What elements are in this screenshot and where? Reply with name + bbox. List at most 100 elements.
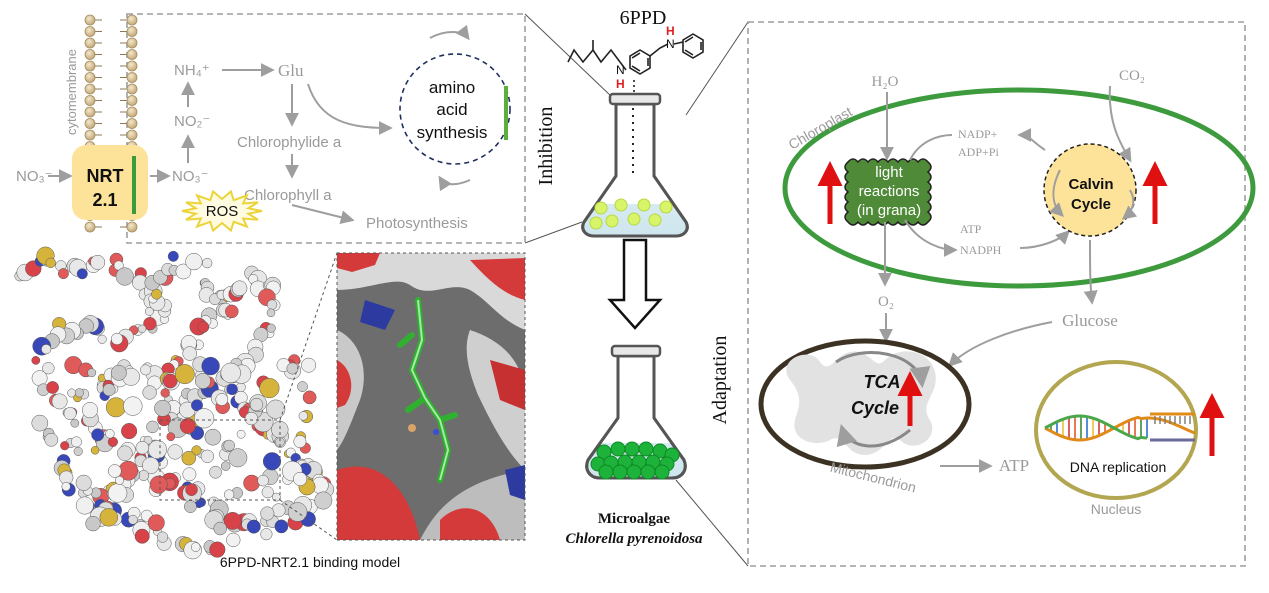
surface-atom (162, 373, 178, 389)
lipid-head (84, 14, 96, 26)
surface-atom (142, 385, 157, 400)
surface-atom (73, 446, 83, 456)
lipid-head (126, 37, 138, 49)
algae-cell-sparse (605, 214, 619, 228)
surface-atom (90, 446, 100, 455)
algae-cell-dense (596, 444, 612, 460)
calvin-inner-arrow-left (1049, 169, 1064, 217)
surface-atom (175, 263, 192, 280)
surface-atom (246, 519, 261, 534)
surface-atom (160, 388, 170, 398)
surface-atom (81, 402, 99, 419)
amine-h-left: H (616, 77, 625, 91)
pathway-panel-border (126, 13, 526, 244)
surface-atom (115, 475, 124, 485)
arrow-calvin-to-nadp (1017, 128, 1046, 151)
light-label-line2: reactions (859, 183, 920, 200)
zoom-region-box (159, 419, 281, 501)
binding-model-caption: 6PPD-NRT2.1 binding model (220, 554, 400, 570)
surface-atom (74, 388, 84, 398)
surface-atom (121, 423, 138, 440)
surface-atom (181, 450, 197, 466)
surface-atom (75, 474, 92, 491)
surface-atom (262, 452, 282, 471)
lipid-head (84, 60, 96, 72)
nucleus-label: Nucleus (1091, 501, 1142, 517)
surface-atom (298, 411, 308, 421)
surface-atom (107, 483, 128, 503)
surface-atom (105, 397, 126, 418)
connector-inhibition-bottom (524, 221, 583, 244)
surface-atom (108, 464, 122, 478)
surface-atom (151, 288, 162, 300)
surface-atom (202, 257, 213, 269)
amine-n-left: N (616, 63, 625, 77)
algae-cell-dense (610, 441, 626, 457)
arrow-chlorophyll-to-photosynthesis (291, 204, 355, 225)
surface-atom (179, 418, 196, 434)
surface-atom (209, 465, 222, 479)
compound-name: 6PPD (620, 7, 667, 29)
microalgae-label: Microalgae (598, 511, 671, 527)
surface-atom (185, 483, 198, 496)
surface-atom (297, 381, 308, 392)
lipid-head (126, 106, 138, 118)
surface-atom (70, 436, 82, 448)
chlorophyll-a: Chlorophyll a (244, 187, 332, 204)
big-down-arrow (607, 238, 663, 330)
surface-atom (215, 393, 229, 406)
surface-atom (117, 445, 133, 461)
surface-atom (223, 512, 242, 530)
surface-atom (87, 368, 97, 378)
lipid-head (126, 118, 138, 129)
surface-atom (223, 489, 235, 500)
algae-cell-sparse (648, 213, 662, 227)
surface-atom (91, 428, 105, 442)
surface-atom (60, 441, 70, 451)
surface-atom (204, 428, 222, 446)
surface-atom (274, 519, 289, 534)
surface-atom (184, 500, 197, 513)
flask-adapted (585, 344, 687, 480)
algae-cell-sparse (594, 201, 608, 215)
surface-atom (231, 280, 248, 296)
lipid-head (126, 60, 138, 72)
co2-label: CO₂ (1119, 68, 1145, 84)
nitrite: NO₂⁻ (174, 113, 210, 130)
surface-atom (140, 364, 152, 376)
surface-atom (223, 439, 235, 452)
surface-atom (191, 445, 202, 456)
amino-label-line2: acid (436, 100, 467, 119)
adaptation-label: Adaptation (709, 336, 731, 425)
surface-atom (266, 399, 286, 419)
surface-atom (266, 323, 276, 333)
algae-cell-dense (638, 441, 654, 457)
algae-cell-sparse (627, 212, 641, 226)
connector-adaptation-top (685, 21, 749, 116)
light-label-line3: (in grana) (857, 202, 921, 219)
atp-output-label: ATP (999, 456, 1029, 475)
nadp-label: NADP+ (958, 127, 998, 141)
chloroplast-membrane (782, 87, 1256, 289)
surface-atom (75, 496, 94, 515)
nrt21-protein-surface-model (14, 246, 335, 560)
ros-burst (181, 189, 263, 233)
arrow-light-to-nadp (909, 134, 953, 161)
arrow-light-to-atp (904, 219, 958, 257)
chlorophylide-a: Chlorophylide a (237, 134, 342, 151)
surface-atom (194, 373, 211, 389)
surface-atom (271, 492, 281, 502)
surface-atom (102, 383, 116, 397)
surface-atom (63, 407, 77, 420)
water-label: H₂O (872, 74, 899, 90)
calvin-cycle (1043, 143, 1137, 237)
surface-atom (166, 432, 176, 442)
surface-atom (174, 364, 195, 385)
surface-atom (70, 418, 80, 428)
lipid-head (84, 129, 96, 141)
lipid-head (126, 95, 138, 106)
surface-atom (271, 420, 289, 439)
surface-atom (41, 344, 52, 355)
surface-atom (257, 474, 269, 487)
